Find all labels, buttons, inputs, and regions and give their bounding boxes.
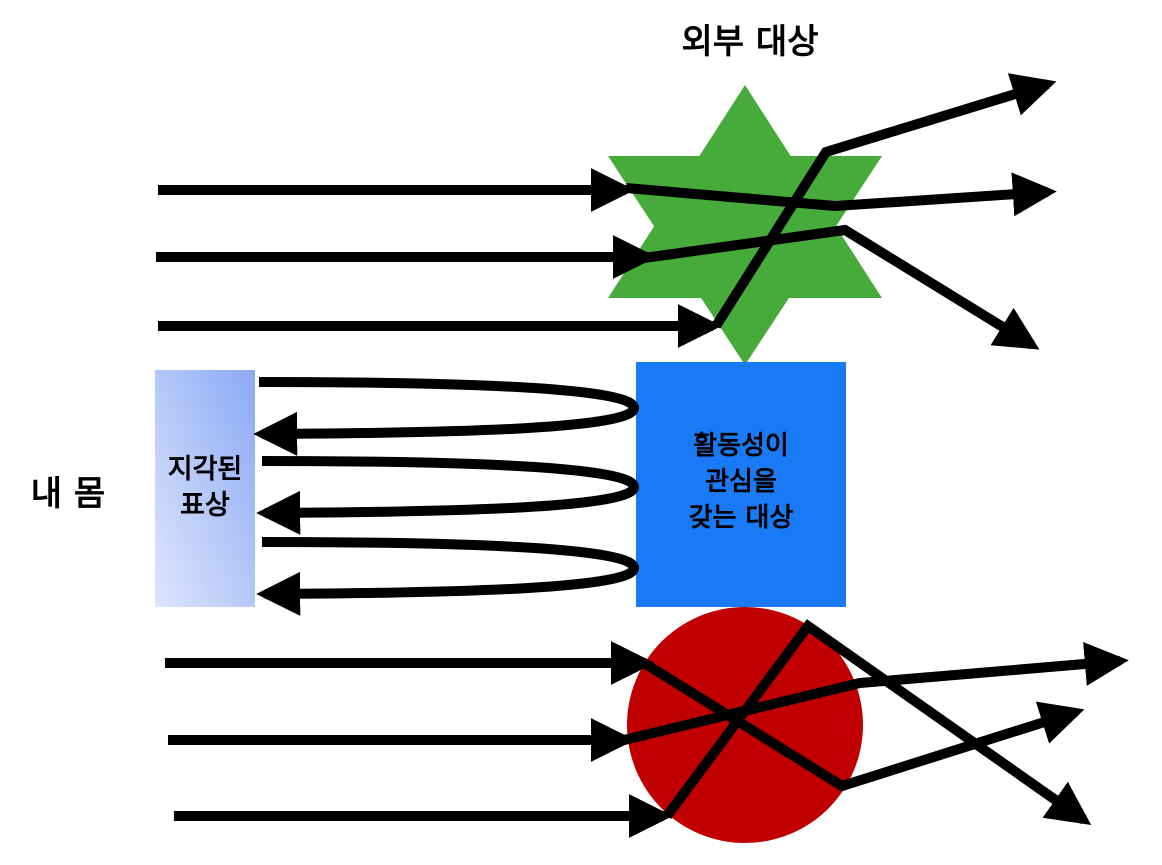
loop-arrow-bottom (256, 537, 640, 616)
perceived-representation-panel (155, 370, 255, 607)
reflected-arrow-star-2 (643, 224, 1040, 350)
loop-arrow-middle (256, 456, 640, 535)
object-of-interest-line-3: 갖는 대상 (688, 503, 794, 533)
object-of-interest-line-1: 활동성이 (693, 431, 789, 461)
reflected-arrow-circle-1 (622, 642, 1129, 745)
perceived-representation-line-1: 지각된 (167, 454, 243, 485)
loop-arrow-top (253, 377, 640, 456)
object-of-interest-line-2: 관심을 (705, 467, 777, 497)
reflected-arrow-circle-2 (641, 658, 1085, 792)
object-of-interest-box (636, 362, 846, 607)
reflected-arrow-circle-3 (662, 619, 1092, 826)
external-objects-label: 외부 대상 (681, 22, 819, 62)
object-of-interest-label: 활동성이 관심을 갖는 대상 (636, 428, 846, 536)
perceived-representation-label: 지각된 표상 (155, 452, 255, 524)
reflected-arrow-star-3 (711, 73, 1057, 329)
reflected-arrow-star-1 (625, 172, 1057, 217)
my-body-label: 내 몸 (30, 474, 106, 514)
perceived-representation-line-2: 표상 (180, 490, 230, 521)
